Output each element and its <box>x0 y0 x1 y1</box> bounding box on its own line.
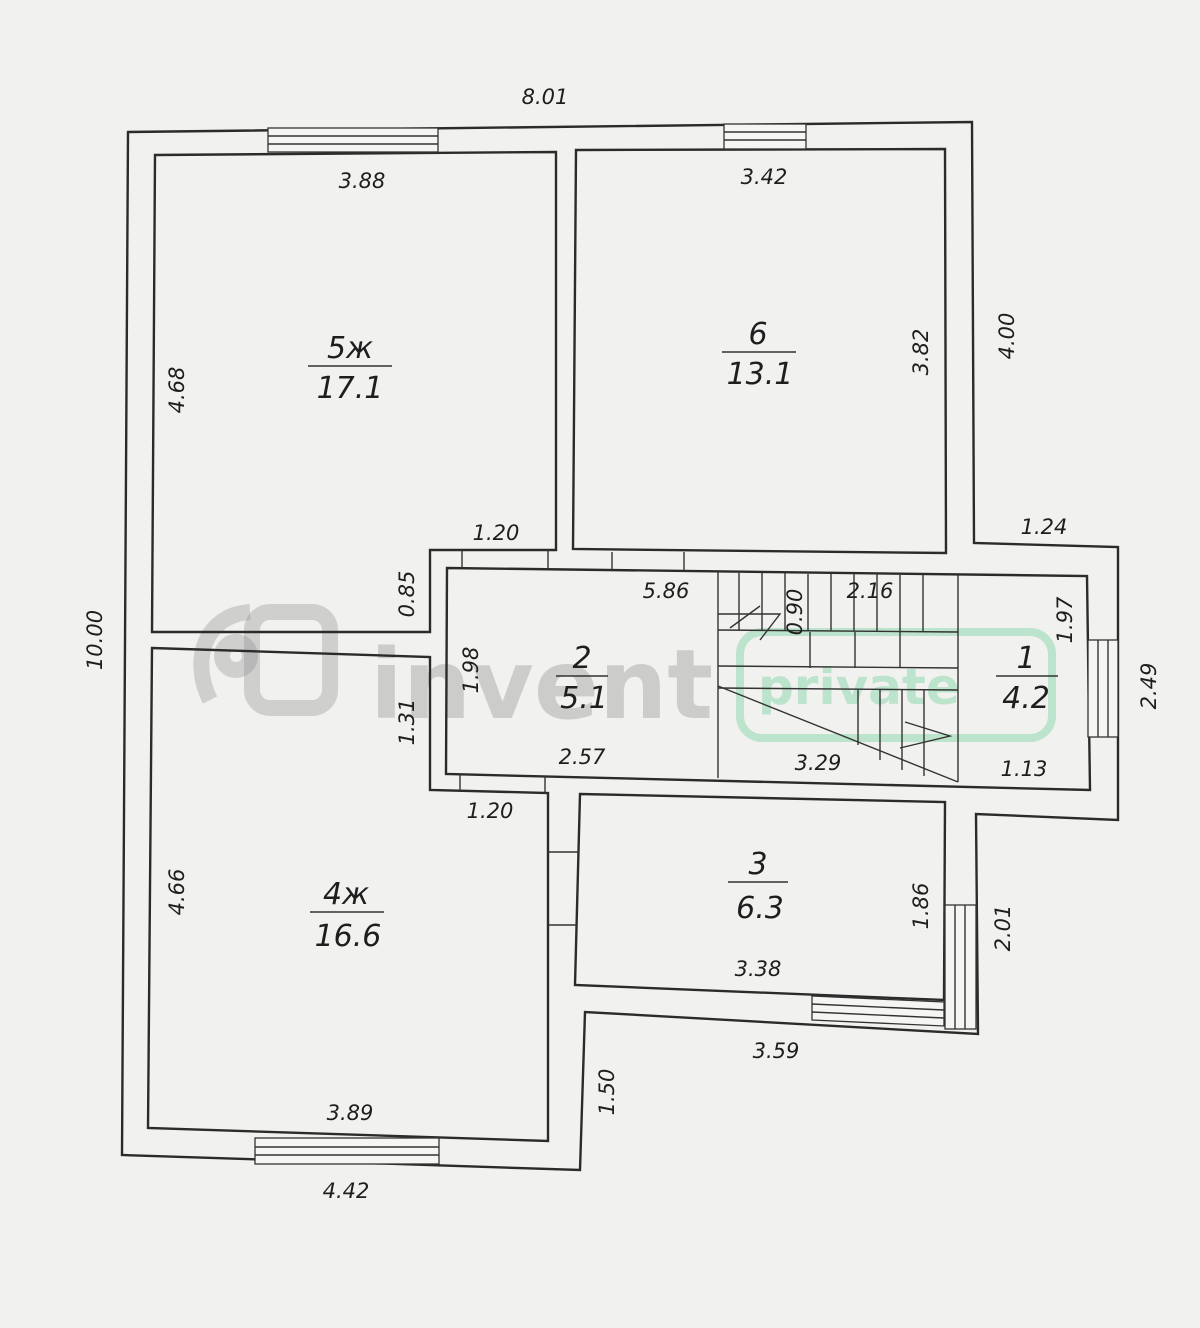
door-marks <box>459 550 685 926</box>
dim-hall-length: 5.86 <box>643 579 690 603</box>
dim-right-step: 1.24 <box>1021 515 1068 539</box>
dim-door-left-lower: 1.31 <box>395 699 419 746</box>
dim-bottom-width: 4.42 <box>323 1179 370 1203</box>
dim-stair-length: 2.16 <box>847 579 894 603</box>
dim-right-window-height: 2.49 <box>1137 663 1161 710</box>
dim-hall-width: 2.57 <box>559 745 606 769</box>
room-3-number: 3 <box>748 847 767 882</box>
room-2-number: 2 <box>572 641 591 676</box>
room-5-number: 5ж <box>327 331 373 366</box>
dim-room5-height: 4.68 <box>165 367 189 414</box>
windows <box>254 123 1119 1165</box>
room-1-number: 1 <box>1016 641 1035 676</box>
watermark-brand: invent <box>370 629 713 741</box>
staircase <box>717 572 959 783</box>
room-3-outline <box>573 792 947 1002</box>
dim-stair-run: 3.29 <box>795 751 842 775</box>
room-5-area: 17.1 <box>317 371 384 406</box>
dim-room1-height: 1.97 <box>1053 596 1077 643</box>
room-1-area: 4.2 <box>1002 681 1050 716</box>
dim-door-top: 1.20 <box>473 521 520 545</box>
dim-overall-height: 10.00 <box>83 610 107 670</box>
dim-room6-height: 3.82 <box>909 329 933 376</box>
outer-wall <box>120 120 1120 1172</box>
dim-room6-width: 3.42 <box>741 165 788 189</box>
room-6-area: 13.1 <box>727 357 794 392</box>
room-5-outline <box>150 150 558 634</box>
dim-overall-width: 8.01 <box>522 85 569 109</box>
room-labels: 5ж 17.1 6 13.1 2 5.1 1 4.2 4ж 16.6 3 6.3 <box>308 317 1058 954</box>
dim-right-upper: 4.00 <box>995 313 1019 360</box>
room-2-area: 5.1 <box>560 681 608 716</box>
dimension-labels: 8.01 3.88 3.42 1.24 1.20 5.86 2.16 2.57 … <box>83 85 1161 1203</box>
window-room3-side <box>944 904 977 1030</box>
invent-logo-icon <box>193 604 338 716</box>
room-6-outline <box>571 147 948 555</box>
window-right <box>1087 639 1119 738</box>
room-3-area: 6.3 <box>736 891 784 926</box>
dim-room3-outer: 2.01 <box>991 905 1015 952</box>
window-room3-bottom <box>811 995 945 1027</box>
dim-door-left-upper: 0.85 <box>395 571 419 618</box>
room-4-number: 4ж <box>323 877 369 912</box>
dim-room3-height: 1.86 <box>909 883 933 930</box>
window-top-left <box>267 127 439 153</box>
hall-outline <box>444 566 1092 792</box>
dim-door-bottom: 1.20 <box>467 799 514 823</box>
dim-room5-width: 3.88 <box>339 169 386 193</box>
dim-room3-width: 3.38 <box>735 957 782 981</box>
dim-room4-width: 3.89 <box>327 1101 374 1125</box>
window-top-right <box>723 123 807 150</box>
room-4-outline <box>146 646 550 1143</box>
dim-room1-width: 1.13 <box>1001 757 1048 781</box>
window-bottom <box>254 1137 440 1165</box>
dim-stair-gap: 0.90 <box>783 589 807 636</box>
dim-room3-bottom: 3.59 <box>753 1039 800 1063</box>
dim-room4-height: 4.66 <box>165 869 189 916</box>
dim-bottom-step: 1.50 <box>595 1069 619 1116</box>
room-6-number: 6 <box>748 317 767 352</box>
room-4-area: 16.6 <box>315 919 382 954</box>
dim-hall-height: 1.98 <box>459 647 483 694</box>
